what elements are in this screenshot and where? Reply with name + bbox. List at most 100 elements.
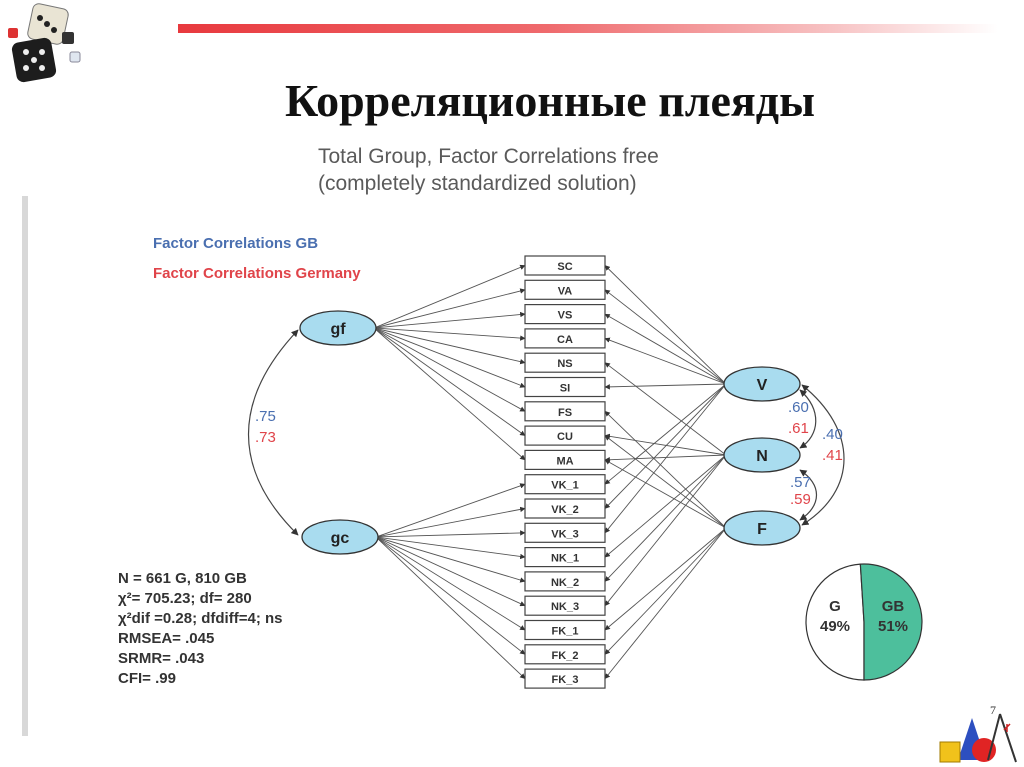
indicator-box-si bbox=[524, 376, 606, 398]
stat-chidif: χ²dif =0.28; dfdiff=4; ns bbox=[118, 610, 283, 627]
loading-gf-ca bbox=[373, 327, 526, 341]
loading-n-ma bbox=[604, 454, 727, 463]
latent-factor-v bbox=[723, 366, 801, 402]
svg-text:7: 7 bbox=[990, 703, 996, 717]
indicator-box-ma bbox=[524, 449, 606, 470]
loading-gf-va bbox=[373, 288, 526, 329]
v-f-corr-gb: .40 bbox=[822, 426, 843, 443]
loading-gc-nk_2 bbox=[375, 536, 526, 583]
dice-icon bbox=[8, 3, 81, 83]
latent-factor-gf bbox=[299, 310, 377, 346]
loading-n-nk_2 bbox=[604, 454, 727, 582]
slide-title: Корреляционные плеяды bbox=[285, 75, 815, 126]
v-n-corr-gb: .60 bbox=[788, 399, 809, 416]
subtitle-line-1: Total Group, Factor Correlations free bbox=[318, 145, 659, 168]
stat-srmr: SRMR= .043 bbox=[118, 650, 205, 667]
loading-n-nk_1 bbox=[604, 454, 727, 558]
n-f-corr-germany: .59 bbox=[790, 491, 811, 508]
loading-f-fk_1 bbox=[604, 527, 727, 631]
loading-n-nk_3 bbox=[604, 454, 727, 607]
latent-label-gf: gf bbox=[330, 321, 346, 338]
loading-v-vk_3 bbox=[604, 383, 727, 534]
loading-v-ca bbox=[604, 337, 727, 385]
stat-cfi: CFI= .99 bbox=[118, 670, 176, 687]
indicator-box-sc bbox=[524, 255, 606, 276]
indicator-box-fk_1 bbox=[524, 619, 606, 641]
loading-f-fk_3 bbox=[604, 527, 727, 680]
latent-label-f: F bbox=[757, 521, 767, 538]
loading-f-fs bbox=[604, 410, 727, 529]
indicator-label-vs: VS bbox=[558, 310, 573, 322]
loading-gf-sc bbox=[373, 264, 526, 329]
indicator-box-fk_2 bbox=[524, 644, 606, 665]
indicator-box-cu bbox=[524, 425, 606, 446]
loading-v-sc bbox=[604, 265, 727, 385]
pie-slice-g bbox=[805, 563, 865, 681]
loading-v-vk_1 bbox=[604, 383, 727, 485]
latent-label-gc: gc bbox=[331, 530, 350, 547]
loading-gf-vs bbox=[373, 311, 526, 329]
pie-slice-gb bbox=[859, 563, 923, 681]
gf-gc-correlation-arc bbox=[248, 329, 299, 536]
legend-gb: Factor Correlations GB bbox=[153, 235, 319, 252]
accent-bar bbox=[178, 24, 998, 33]
loading-gf-cu bbox=[373, 327, 526, 436]
indicator-box-va bbox=[524, 279, 606, 300]
indicator-label-ns: NS bbox=[557, 358, 572, 370]
latent-factor-f bbox=[723, 510, 801, 546]
loading-gc-fk_3 bbox=[375, 536, 526, 679]
pie-percent-gb: 51% bbox=[878, 618, 908, 635]
loading-v-si bbox=[604, 383, 727, 390]
indicator-box-vk_1 bbox=[524, 474, 606, 495]
loading-f-cu bbox=[604, 435, 727, 529]
pie-label-g: G bbox=[829, 598, 841, 615]
indicator-box-nk_3 bbox=[524, 595, 606, 616]
indicator-box-fs bbox=[524, 401, 606, 422]
legend-germany: Factor Correlations Germany bbox=[153, 265, 361, 282]
stat-chi: χ²= 705.23; df= 280 bbox=[118, 590, 252, 607]
gf-gc-corr-germany: .73 bbox=[255, 429, 276, 446]
loading-gc-vk_3 bbox=[375, 530, 526, 538]
loading-gf-fs bbox=[373, 327, 526, 412]
indicator-box-nk_2 bbox=[524, 571, 606, 592]
latent-factor-gc bbox=[301, 519, 379, 555]
loading-gc-vk_2 bbox=[375, 506, 526, 538]
loading-v-vk_2 bbox=[604, 383, 727, 509]
indicator-box-vk_2 bbox=[524, 498, 606, 519]
loading-gc-vk_1 bbox=[375, 483, 526, 538]
latent-label-n: N bbox=[756, 448, 768, 465]
indicator-label-vk_1: VK_1 bbox=[551, 480, 579, 492]
v-n-corr-germany: .61 bbox=[788, 420, 809, 437]
indicator-label-fs: FS bbox=[558, 407, 572, 419]
diagram-subtitle: Total Group, Factor Correlations free (c… bbox=[318, 143, 659, 197]
indicator-label-si: SI bbox=[560, 383, 570, 395]
indicator-box-vs bbox=[524, 304, 606, 325]
loading-n-cu bbox=[604, 433, 727, 456]
loading-gf-si bbox=[373, 327, 526, 388]
loading-v-va bbox=[604, 289, 727, 385]
v-f-corr-germany: .41 bbox=[822, 447, 843, 464]
loading-gf-ns bbox=[373, 327, 526, 365]
n-f-correlation-arc bbox=[799, 469, 817, 521]
loading-gc-fk_1 bbox=[375, 536, 526, 631]
indicator-label-fk_1: FK_1 bbox=[552, 626, 579, 638]
indicator-label-nk_2: NK_2 bbox=[551, 577, 579, 589]
v-f-correlation-arc bbox=[801, 384, 845, 526]
indicator-label-sc: SC bbox=[557, 261, 572, 273]
indicator-box-ns bbox=[524, 352, 606, 373]
sample-pie-chart: G 49% GB 51% bbox=[805, 563, 923, 681]
pie-percent-g: 49% bbox=[820, 618, 850, 635]
subtitle-line-2: (completely standardized solution) bbox=[318, 172, 637, 195]
indicator-label-ma: MA bbox=[556, 455, 573, 467]
indicator-box-ca bbox=[524, 328, 606, 349]
loading-gf-ma bbox=[373, 327, 526, 461]
indicator-label-vk_3: VK_3 bbox=[551, 528, 579, 540]
geometry-decoration-icon: 7 bbox=[939, 703, 1017, 763]
loading-v-vs bbox=[604, 313, 727, 385]
stat-n: N = 661 G, 810 GB bbox=[118, 570, 247, 587]
indicator-label-nk_3: NK_3 bbox=[551, 601, 579, 613]
latent-factor-n bbox=[723, 437, 801, 473]
stat-rmsea: RMSEA= .045 bbox=[118, 630, 215, 647]
loading-gc-fk_2 bbox=[375, 536, 526, 655]
